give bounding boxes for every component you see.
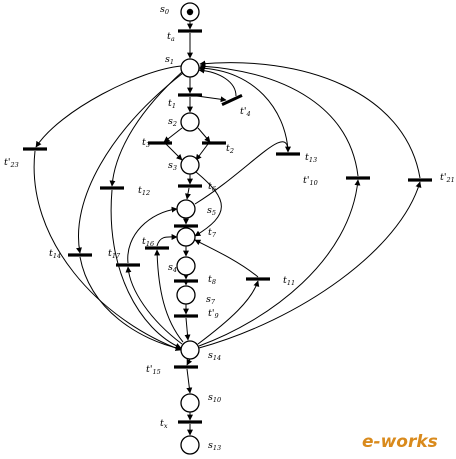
label-t2: t2 xyxy=(226,143,234,155)
label-s5: s5 xyxy=(207,205,216,217)
place-s1 xyxy=(180,58,200,78)
transition-t12 xyxy=(100,186,124,190)
token-s0 xyxy=(186,8,194,16)
place-s10 xyxy=(180,393,200,413)
arc-t11-sA xyxy=(194,239,259,278)
transition-t15p xyxy=(174,365,198,369)
label-t11: t11 xyxy=(283,275,295,287)
arc-t21p-s1 xyxy=(199,60,421,179)
label-t4p: t'4 xyxy=(240,106,251,118)
label-t14: t14 xyxy=(49,248,61,260)
arc-t12-s14 xyxy=(110,189,182,349)
transition-t21p xyxy=(408,178,432,182)
label-ta: ta xyxy=(167,31,175,43)
place-s13 xyxy=(180,435,200,455)
arc-t2-s3 xyxy=(195,143,209,161)
transition-t17 xyxy=(116,263,140,267)
transition-t3 xyxy=(148,141,172,145)
svg-text:e-works: e-works xyxy=(362,432,438,452)
transition-t11 xyxy=(246,277,270,281)
label-t10p: t'10 xyxy=(303,175,318,187)
label-t8: t8 xyxy=(208,274,216,286)
label-s2: s2 xyxy=(168,116,177,128)
arc-s14-t17 xyxy=(125,266,183,345)
arc-t9p-s14 xyxy=(184,317,191,341)
label-t13: t13 xyxy=(305,152,317,164)
arc-t6-s5 xyxy=(185,187,191,200)
transition-t16 xyxy=(145,246,169,250)
arc-t3-s3 xyxy=(165,143,183,161)
transition-t23p xyxy=(23,147,47,151)
place-s2 xyxy=(180,112,200,132)
nodes-layer xyxy=(23,2,432,455)
transition-t7 xyxy=(174,224,198,228)
labels-layer: s0 s1 s2 s3 s5 s4 s7 s14 s10 s13 ta t1 t'4 t3 t2 t6 t7 t8… xyxy=(4,4,455,452)
label-t15p: t'15 xyxy=(146,364,161,376)
arc-t13-s1 xyxy=(198,65,289,151)
label-s7: s7 xyxy=(206,294,216,306)
watermark-works: -works xyxy=(374,432,438,452)
arc-s14-t10p xyxy=(198,179,361,347)
arc-t10p-s1 xyxy=(199,63,359,177)
transition-t2 xyxy=(202,141,226,145)
place-s5 xyxy=(176,199,196,219)
transition-t1 xyxy=(178,93,202,97)
arc-s2-t3 xyxy=(163,127,183,143)
place-s4 xyxy=(176,256,196,276)
transition-t8 xyxy=(174,279,198,283)
label-s14: s14 xyxy=(208,350,221,362)
label-s0: s0 xyxy=(160,4,169,16)
label-t1: t1 xyxy=(168,98,176,110)
arc-s2-t2 xyxy=(197,127,211,143)
label-s10: s10 xyxy=(208,392,221,404)
arc-t23p-s14 xyxy=(33,150,182,351)
label-t7: t7 xyxy=(208,227,217,239)
watermark-e: e xyxy=(362,432,374,452)
arc-s5-t13 xyxy=(194,141,291,205)
arc-s14-t16 xyxy=(154,249,184,343)
e-works-watermark: e-works xyxy=(362,432,438,452)
label-t12: t12 xyxy=(138,185,150,197)
label-s1: s1 xyxy=(165,54,174,66)
place-s7 xyxy=(176,285,196,305)
arc-s1-t14 xyxy=(76,72,184,254)
label-t16: t16 xyxy=(142,236,154,248)
arc-t14-s14 xyxy=(79,256,182,351)
label-s4: s4 xyxy=(168,262,177,274)
arc-s14-t15p xyxy=(186,358,193,366)
arc-s14-t21p xyxy=(198,181,422,349)
label-t9p: t'9 xyxy=(208,308,219,320)
arc-s14-t11 xyxy=(197,280,260,345)
transition-t14 xyxy=(68,253,92,257)
transition-t6 xyxy=(178,184,202,188)
label-t23p: t'23 xyxy=(4,157,19,169)
transition-t13 xyxy=(276,152,300,156)
place-sA xyxy=(176,227,196,247)
arc-t1-t4p xyxy=(196,95,227,103)
transition-t4p xyxy=(221,93,243,107)
transition-t10p xyxy=(346,176,370,180)
label-s13: s13 xyxy=(208,440,221,452)
place-s14 xyxy=(180,340,200,360)
label-s3: s3 xyxy=(168,160,177,172)
label-t3: t3 xyxy=(142,137,150,149)
arc-t16-sA xyxy=(156,233,178,247)
transition-ta xyxy=(178,29,202,33)
transition-tx xyxy=(178,420,202,424)
label-t21p: t'21 xyxy=(440,172,455,184)
arc-t15p-s10 xyxy=(186,368,193,394)
transition-t9p xyxy=(174,314,198,318)
arcs-layer xyxy=(33,21,422,436)
arc-s1-t23p xyxy=(35,65,182,148)
label-t6: t6 xyxy=(208,181,216,193)
place-s3 xyxy=(180,155,200,175)
arc-t17-s5 xyxy=(127,206,178,264)
label-tx: tx xyxy=(160,418,168,430)
arc-s3-arcback xyxy=(194,171,222,237)
